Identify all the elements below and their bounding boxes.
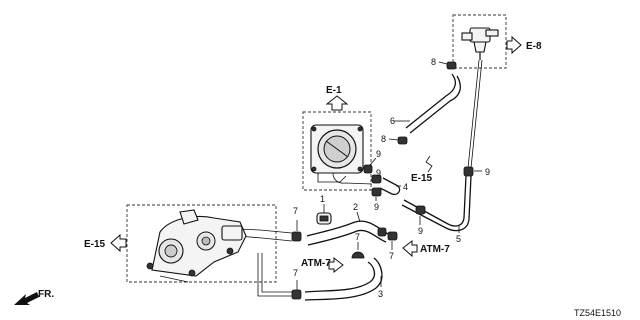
e15-leader-line (425, 155, 433, 173)
part-number-7-c: 7 (389, 251, 394, 261)
purge-valve-box (452, 14, 507, 69)
clamp-1 (316, 212, 332, 225)
e15-left-label: E-15 (84, 239, 106, 250)
clamp-8-upper (446, 61, 457, 70)
atm7-right-label: ATM-7 (420, 244, 450, 255)
vacuum-line-2 (470, 59, 483, 169)
e15-mid-label: E-15 (411, 173, 433, 184)
throttle-body-box (302, 111, 372, 191)
part-number-8-a: 8 (431, 57, 436, 67)
part-number-9-a: 9 (485, 167, 490, 177)
diagram-code: TZ54E1510 (574, 308, 621, 318)
left-arrow-icon (402, 239, 418, 258)
right-arrow-icon (506, 35, 522, 55)
hose-5 (403, 175, 467, 227)
clamp-9-e (377, 227, 387, 237)
clamp-7-b (351, 251, 365, 259)
part-number-9-c: 9 (374, 202, 379, 212)
part-number-7-d: 7 (293, 268, 298, 278)
atm7-left-label: ATM-7 (301, 258, 331, 269)
part-number-9-d: 9 (418, 226, 423, 236)
part-number-2: 2 (353, 202, 358, 212)
purge-valve (461, 27, 499, 60)
part-number-9-b: 9 (376, 149, 381, 159)
vacuum-line (467, 59, 480, 169)
clamp-7-a (291, 231, 302, 242)
e8-label: E-8 (526, 41, 542, 52)
clamp-7-d (291, 289, 302, 300)
part-number-7-a: 7 (293, 206, 298, 216)
front-arrow-icon (14, 292, 39, 305)
atm7-right-reference[interactable]: ATM-7 (402, 239, 450, 258)
hose-6 (405, 73, 457, 129)
part-number-7-b: 7 (355, 232, 360, 242)
clamp-9-right (463, 166, 474, 177)
clamp-7-c (387, 231, 398, 241)
e1-reference[interactable]: E-1 (325, 85, 349, 111)
up-arrow-icon (325, 95, 349, 111)
front-indicator: FR. (14, 289, 54, 305)
e8-reference[interactable]: E-8 (506, 35, 542, 55)
clamp-9-d (415, 205, 426, 215)
e1-label: E-1 (326, 85, 342, 96)
clamp-9-a (363, 164, 373, 174)
e15-mid-reference[interactable]: E-15 (411, 155, 433, 184)
part-number-9-e: 9 (376, 168, 381, 178)
part-number-6: 6 (390, 116, 395, 126)
thermostat-housing (146, 209, 247, 283)
part-number-5: 5 (456, 234, 461, 244)
clamp-9-b (371, 174, 382, 184)
throttle-body (310, 124, 373, 185)
leader-lines (296, 61, 482, 290)
atm7-left-reference[interactable]: ATM-7 (301, 256, 344, 274)
thermostat-housing-box (126, 204, 277, 283)
front-label: FR. (38, 289, 54, 300)
part-number-4: 4 (403, 182, 408, 192)
clamp-8-mid (397, 136, 408, 145)
right-arrow-icon (328, 256, 344, 274)
e15-left-reference[interactable]: E-15 (84, 233, 127, 253)
part-number-3: 3 (378, 289, 383, 299)
part-number-8-b: 8 (381, 134, 386, 144)
clamp-9-c (371, 187, 382, 197)
left-arrow-icon (110, 233, 127, 253)
part-number-1: 1 (320, 194, 325, 204)
hose-3 (304, 261, 376, 293)
